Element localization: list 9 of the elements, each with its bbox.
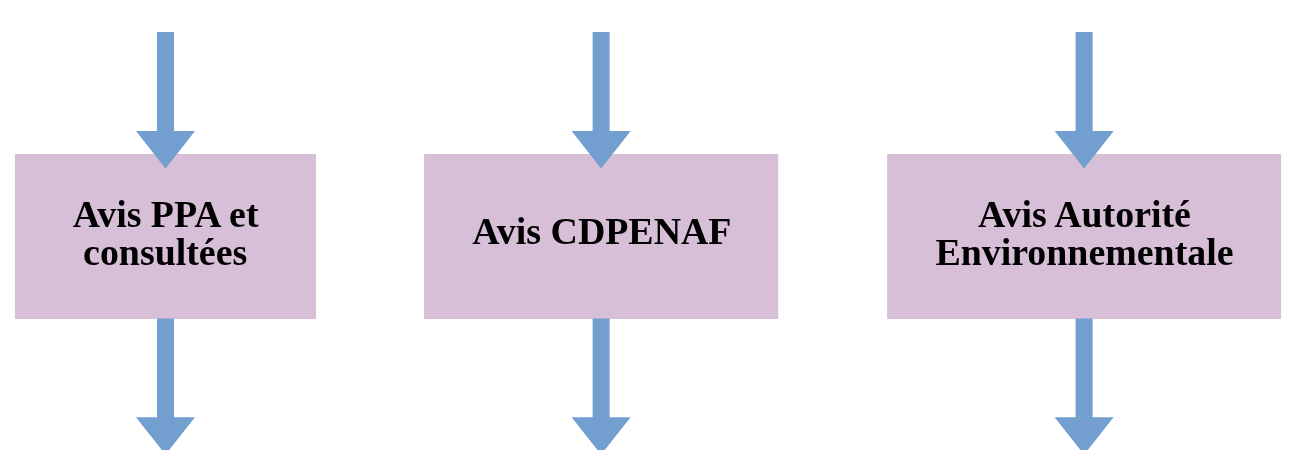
node-box: Avis PPA et consultées — [14, 153, 317, 319]
node-box: Avis Autorité Environnementale — [887, 153, 1282, 319]
arrow — [136, 318, 195, 450]
arrow — [136, 31, 195, 169]
node-box: Avis CDPENAF — [424, 153, 779, 319]
arrow — [571, 31, 631, 169]
arrow — [1054, 318, 1114, 450]
arrow — [1054, 31, 1114, 169]
arrow — [571, 318, 631, 450]
